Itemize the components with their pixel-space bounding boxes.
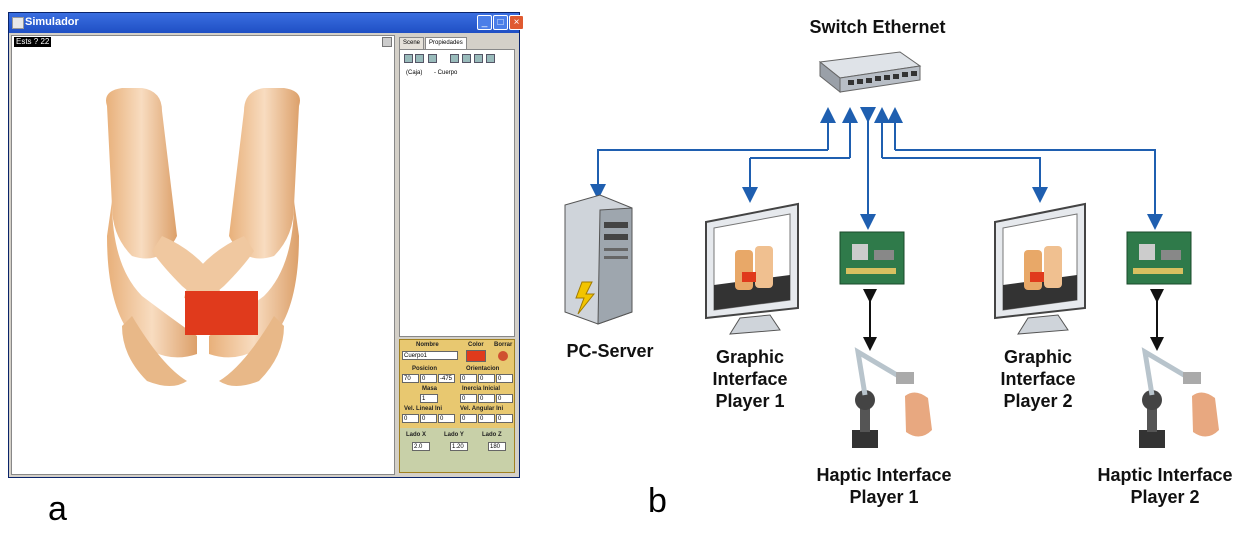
link-to-haptic2: [895, 149, 1163, 230]
vel-lineal-z-field[interactable]: 0: [438, 414, 455, 423]
vel-lineal-x-field[interactable]: 0: [402, 414, 419, 423]
nombre-field[interactable]: Cuerpo1: [402, 351, 458, 360]
nombre-label: Nombre: [416, 342, 439, 348]
lado-y-field[interactable]: 1.20: [450, 442, 468, 451]
maximize-button[interactable]: □: [493, 15, 508, 30]
lado-x-field[interactable]: 2.0: [412, 442, 430, 451]
view-label: Ests ? 22: [14, 37, 52, 47]
masa-field[interactable]: 1: [420, 394, 438, 403]
vel-lineal-label: Vel. Lineal Ini: [404, 406, 443, 412]
3d-viewport[interactable]: Ests ? 22: [11, 35, 395, 475]
haptic-device-icon-player1: [852, 347, 932, 448]
window-title: Simulador: [25, 16, 79, 28]
inercia-x-field[interactable]: 0: [460, 394, 477, 403]
scene-tree: (Caja) - Cuerpo: [399, 49, 515, 337]
network-links: [590, 107, 1163, 230]
toolbar-icon[interactable]: [415, 54, 424, 63]
graphic1-label-line3: Player 1: [715, 391, 785, 411]
graphic2-label-line3: Player 2: [1003, 391, 1073, 411]
simulator-window: Simulador _ □ × Ests ? 22: [8, 12, 524, 478]
tab-scene[interactable]: Scene: [399, 37, 425, 49]
vel-angular-label: Vel. Angular Ini: [460, 406, 504, 412]
delete-icon[interactable]: [498, 351, 508, 361]
lado-section: Lado X Lado Y Lado Z 2.0 1.20 180: [400, 428, 514, 472]
vel-angular-z-field[interactable]: 0: [496, 414, 513, 423]
controller-board-icon-player2: [1126, 231, 1192, 285]
tab-strip: Scene Propiedades: [399, 37, 515, 49]
link-to-graphic2: [882, 157, 1048, 203]
monitor-icon-player1: [705, 202, 799, 335]
graphic2-label-line2: Interface: [1000, 369, 1076, 389]
vel-lineal-y-field[interactable]: 0: [420, 414, 437, 423]
posicion-x-field[interactable]: 70: [402, 374, 419, 383]
lado-y-label: Lado Y: [444, 432, 464, 438]
graphic2-label: Graphic Interface Player 2: [978, 346, 1098, 412]
haptic2-label-line2: Player 2: [1130, 487, 1200, 507]
color-swatch[interactable]: [466, 350, 486, 362]
orientacion-y-field[interactable]: 0: [478, 374, 495, 383]
haptic1-label-line1: Haptic Interface: [816, 465, 952, 485]
app-icon: [12, 17, 24, 29]
panel-a-letter: a: [48, 490, 67, 528]
toolbar-icon[interactable]: [428, 54, 437, 63]
lado-z-label: Lado Z: [482, 432, 502, 438]
hands-scene: [106, 88, 300, 386]
haptic-device-icon-player2: [1139, 347, 1219, 448]
panel-b-letter: b: [648, 482, 667, 520]
controller-board-icon-player1: [839, 231, 905, 285]
lado-x-label: Lado X: [406, 432, 427, 438]
haptic1-label-line2: Player 1: [849, 487, 919, 507]
orientacion-x-field[interactable]: 0: [460, 374, 477, 383]
orientacion-z-field[interactable]: 0: [496, 374, 513, 383]
color-label: Color: [468, 342, 484, 348]
tree-item[interactable]: (Caja): [406, 70, 423, 76]
graphic2-label-line1: Graphic: [1003, 347, 1073, 367]
tab-propiedades[interactable]: Propiedades: [425, 37, 467, 49]
right-hand: [184, 88, 300, 386]
graphic1-label: Graphic Interface Player 1: [690, 346, 810, 412]
inercia-y-field[interactable]: 0: [478, 394, 495, 403]
haptic2-label-line1: Haptic Interface: [1097, 465, 1233, 485]
borrar-label: Borrar: [494, 342, 513, 348]
server-label: PC-Server: [566, 341, 654, 361]
server-icon: [564, 194, 633, 325]
toolbar-icon[interactable]: [404, 54, 413, 63]
orientacion-label: Orientacion: [466, 366, 500, 372]
posicion-y-field[interactable]: 0: [420, 374, 437, 383]
title-bar: Simulador _ □ ×: [9, 13, 524, 33]
posicion-label: Posicion: [412, 366, 438, 372]
vel-angular-x-field[interactable]: 0: [460, 414, 477, 423]
masa-label: Masa: [422, 386, 438, 392]
side-panel: Scene Propiedades (Caja) - Cuerpo Nombre…: [397, 35, 517, 475]
haptic2-label: Haptic Interface Player 2: [1082, 464, 1248, 508]
viewport-corner-button[interactable]: [382, 37, 392, 47]
red-box-object: [185, 291, 258, 335]
toolbar-icon[interactable]: [462, 54, 471, 63]
switch-label: Switch Ethernet: [809, 17, 946, 37]
graphic1-label-line2: Interface: [712, 369, 788, 389]
inercia-label: Inercia Inicial: [462, 386, 501, 392]
properties-panel: Nombre Color Borrar Cuerpo1 Posicion Ori…: [399, 339, 515, 473]
close-button[interactable]: ×: [509, 15, 524, 30]
graphic1-label-line1: Graphic: [715, 347, 785, 367]
haptic1-label: Haptic Interface Player 1: [796, 464, 972, 508]
inercia-z-field[interactable]: 0: [496, 394, 513, 403]
vel-angular-y-field[interactable]: 0: [478, 414, 495, 423]
link-to-server: [590, 149, 828, 200]
toolbar-icon[interactable]: [450, 54, 459, 63]
ethernet-switch-icon: [818, 51, 922, 94]
toolbar-icon[interactable]: [486, 54, 495, 63]
toolbar-icon[interactable]: [474, 54, 483, 63]
monitor-icon-player2: [994, 202, 1086, 335]
tree-item[interactable]: - Cuerpo: [434, 70, 458, 76]
lado-z-field[interactable]: 180: [488, 442, 506, 451]
minimize-button[interactable]: _: [477, 15, 492, 30]
posicion-z-field[interactable]: -475: [438, 374, 455, 383]
